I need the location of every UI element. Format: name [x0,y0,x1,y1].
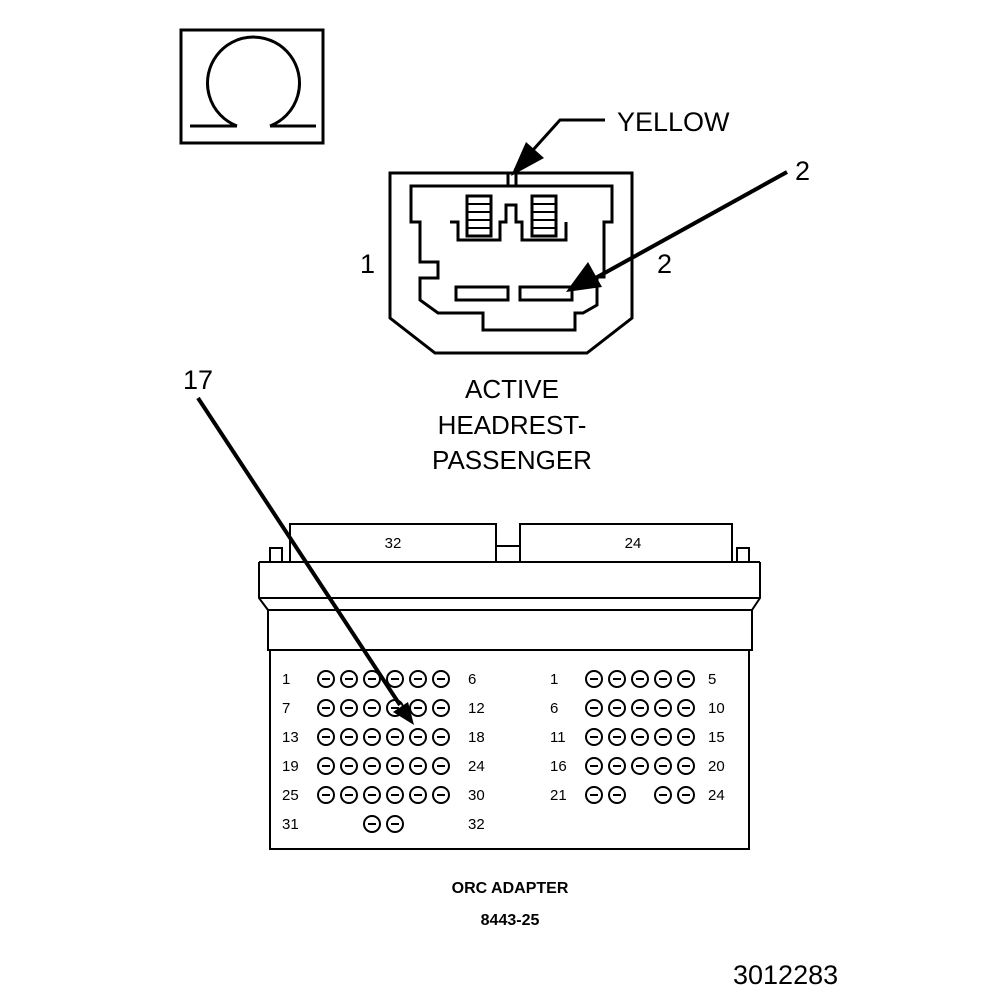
pin-hole [585,786,603,804]
pin-17-leader [196,396,414,725]
pin-row-start-label: 21 [550,787,567,804]
wire-color-label: YELLOW [617,107,730,137]
headrest-pin-1-label: 1 [360,249,375,279]
pin-hole [363,786,381,804]
pin-callout-2: 2 [795,156,810,186]
pin-hole [608,786,626,804]
pin-hole [654,728,672,746]
pin-row-end-label: 6 [468,671,476,688]
pin-hole [409,786,427,804]
pin-hole [654,786,672,804]
pin-hole [340,728,358,746]
headrest-caption-line-2: HEADREST- [438,410,587,440]
pin-hole [432,757,450,775]
pin-hole [363,699,381,717]
pin-hole [631,699,649,717]
pin-hole [340,670,358,688]
pin-row-start-label: 11 [550,729,566,746]
pin-hole [608,728,626,746]
pin-row-start-label: 19 [282,758,299,775]
ohm-symbol-icon [179,28,325,145]
pin-hole [386,815,404,833]
adapter-title: ORC ADAPTER [452,880,569,897]
pin-hole [363,757,381,775]
pin-hole [677,757,695,775]
pin-hole [363,728,381,746]
pin-hole [631,670,649,688]
pin-hole [677,728,695,746]
pin-row-start-label: 1 [550,671,558,688]
pin-hole [677,786,695,804]
adapter-tab-24-label: 24 [625,535,642,552]
pin-row-start-label: 31 [282,816,299,833]
pin-hole [432,699,450,717]
headrest-caption-line-1: ACTIVE [465,374,559,404]
adapter-part-number: 8443-25 [481,912,540,929]
pin-hole [432,786,450,804]
pin-hole [677,670,695,688]
pin-row-start-label: 7 [282,700,290,717]
pin-hole [631,757,649,775]
pin-hole [631,728,649,746]
pin-row-start-label: 16 [550,758,567,775]
pin-hole [654,670,672,688]
pin-hole [432,728,450,746]
pin-hole [340,699,358,717]
pin-hole [677,699,695,717]
pin-hole [585,757,603,775]
headrest-connector [388,171,634,355]
pin-row-end-label: 15 [708,729,725,746]
pin-hole [608,757,626,775]
pin-hole [317,786,335,804]
pin-2-leader [566,170,788,292]
adapter-left-pin-grid: 1 6 7 12 13 18 19 24 25 30 31 32 [282,670,485,833]
pin-callout-17: 17 [183,365,213,395]
pin-row-end-label: 30 [468,787,485,804]
figure-number: 3012283 [733,960,838,990]
pin-row-start-label: 1 [282,671,290,688]
pin-row-end-label: 18 [468,729,485,746]
pin-hole [409,728,427,746]
pin-hole [317,728,335,746]
pin-hole [386,786,404,804]
pin-row-end-label: 12 [468,700,485,717]
pin-hole [409,699,427,717]
pin-row-end-label: 32 [468,816,485,833]
orc-adapter-body [258,523,761,850]
pin-row-end-label: 24 [708,787,725,804]
pin-hole [654,757,672,775]
pin-hole [386,728,404,746]
pin-row-end-label: 20 [708,758,725,775]
pin-hole [363,670,381,688]
pin-hole [386,670,404,688]
pin-row-end-label: 24 [468,758,485,775]
pin-hole [317,670,335,688]
pin-hole [585,728,603,746]
pin-hole [608,699,626,717]
pin-hole [363,815,381,833]
headrest-caption-line-3: PASSENGER [432,445,592,475]
pin-row-end-label: 5 [708,671,716,688]
headrest-pin-2-label: 2 [657,249,672,279]
pin-row-end-label: 10 [708,700,725,717]
pin-hole [386,757,404,775]
pin-hole [317,699,335,717]
pin-hole [409,757,427,775]
pin-hole [585,670,603,688]
pin-hole [432,670,450,688]
pin-row-start-label: 13 [282,729,299,746]
pin-hole [409,670,427,688]
pin-hole [585,699,603,717]
pin-hole [654,699,672,717]
pin-row-start-label: 25 [282,787,299,804]
adapter-tab-32-label: 32 [385,535,402,552]
pin-hole [340,757,358,775]
yellow-leader [511,118,605,176]
pin-hole [340,786,358,804]
pin-row-start-label: 6 [550,700,558,717]
pin-hole [317,757,335,775]
pin-hole [608,670,626,688]
